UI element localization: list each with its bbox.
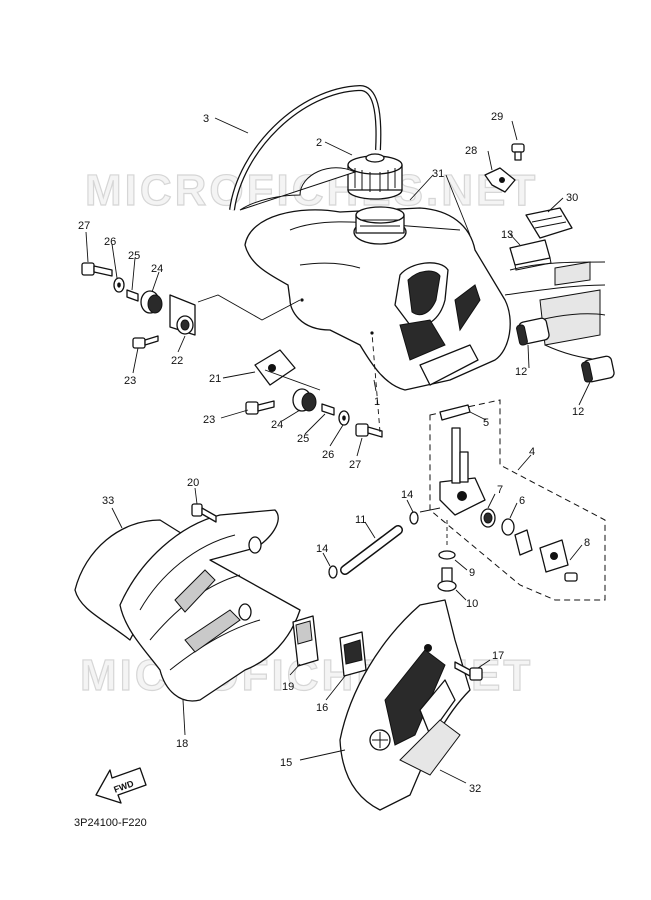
- collar-25-top: [126, 289, 139, 302]
- watermark-top: MICROFICHES.NET: [85, 166, 538, 215]
- callout-11: 11: [355, 514, 366, 526]
- callout-14-upper: 14: [401, 489, 413, 501]
- callout-19: 19: [282, 681, 294, 693]
- callout-23-lower: 23: [203, 414, 215, 426]
- callout-15: 15: [280, 757, 292, 769]
- rubber-damper-12b: [581, 355, 615, 383]
- callout-1: 1: [374, 396, 380, 408]
- clip-14-top: [409, 511, 419, 525]
- callout-30: 30: [566, 192, 578, 204]
- leader-bracket-21: [264, 369, 321, 391]
- callout-9: 9: [469, 567, 475, 579]
- callout-31: 31: [432, 168, 444, 180]
- fuel-cock-body: [439, 427, 486, 516]
- washer-26-top: [113, 277, 125, 293]
- callout-27-lower: 27: [349, 459, 361, 471]
- damper-24-bottom: [292, 388, 317, 412]
- plate-8: [539, 539, 578, 582]
- clip-30: [525, 207, 573, 239]
- bolt-20: [191, 503, 217, 523]
- callout-13: 13: [501, 229, 513, 241]
- callout-29: 29: [491, 111, 503, 123]
- callout-4: 4: [529, 446, 535, 458]
- shroud-18: [119, 509, 301, 702]
- filter-5: [439, 404, 471, 421]
- callout-32: 32: [469, 783, 481, 795]
- rubber-damper-13: [509, 239, 552, 271]
- callout-12-lower: 12: [572, 406, 584, 418]
- callout-33: 33: [102, 495, 114, 507]
- callout-27-upper: 27: [78, 220, 90, 232]
- gasket-7: [480, 508, 496, 528]
- diagram-code: 3P24100-F220: [74, 817, 147, 829]
- bolt-17: [454, 661, 483, 681]
- callout-25-lower: 25: [297, 433, 309, 445]
- callout-labels: 1 2 3 4 5 6 7 8 9 10 11 12 12 13 14 14 1…: [78, 111, 590, 795]
- shroud-graphic-32: [399, 719, 461, 776]
- callout-16: 16: [316, 702, 328, 714]
- callout-26-upper: 26: [104, 236, 116, 248]
- callout-20: 20: [187, 477, 199, 489]
- damper-24-top: [140, 290, 163, 314]
- callout-22: 22: [171, 355, 183, 367]
- bracket-21: [254, 349, 296, 386]
- washer-9: [438, 550, 456, 560]
- oring-6: [501, 518, 515, 536]
- callout-leaders: [85, 117, 591, 784]
- bolt-23-bottom: [245, 400, 275, 415]
- callout-28: 28: [465, 145, 477, 157]
- bolt-23-top: [132, 335, 159, 349]
- fwd-arrow-icon: FWD: [95, 767, 147, 804]
- leader-hose-to-cock: [419, 507, 441, 513]
- leader-bracket-to-tank: [197, 294, 301, 321]
- fuel-cap: [347, 153, 403, 200]
- callout-8: 8: [584, 537, 590, 549]
- callout-24-lower: 24: [271, 419, 283, 431]
- callout-26-lower: 26: [322, 449, 334, 461]
- clip-14-bottom: [328, 565, 338, 579]
- fuel-cock-group-outline: [429, 399, 606, 601]
- callout-24-upper: 24: [151, 263, 163, 275]
- bolt-27-top: [81, 262, 113, 277]
- callout-5: 5: [483, 417, 489, 429]
- callout-23-upper: 23: [124, 375, 136, 387]
- fuel-hose-11: [340, 525, 403, 575]
- callout-25-upper: 25: [128, 250, 140, 262]
- callout-2: 2: [316, 137, 322, 149]
- frame-sketch: [504, 261, 606, 361]
- damper-16: [339, 631, 367, 677]
- shroud-15: [339, 599, 471, 811]
- collar-25-bottom: [321, 403, 335, 416]
- washer-26-bottom: [338, 410, 350, 426]
- leader-bolt-to-tank: [371, 332, 381, 433]
- fuel-tank: [244, 206, 511, 391]
- callout-12-upper: 12: [515, 366, 527, 378]
- bolt-27-bottom: [355, 423, 383, 438]
- callout-10: 10: [466, 598, 478, 610]
- bolt-10: [437, 567, 457, 592]
- bracket-22: [169, 294, 196, 336]
- callout-18: 18: [176, 738, 188, 750]
- callout-17: 17: [492, 650, 504, 662]
- tank-side-panel-dim: [239, 167, 357, 211]
- callout-14-lower: 14: [316, 543, 328, 555]
- damper-19: [292, 615, 319, 667]
- bracket-28: [484, 167, 516, 193]
- callout-6: 6: [519, 495, 525, 507]
- callout-3: 3: [203, 113, 209, 125]
- callout-7: 7: [497, 484, 503, 496]
- bolt-29: [511, 143, 525, 161]
- rubber-damper-12a: [516, 317, 550, 346]
- callout-21: 21: [209, 373, 221, 385]
- lever-spring: [514, 529, 533, 556]
